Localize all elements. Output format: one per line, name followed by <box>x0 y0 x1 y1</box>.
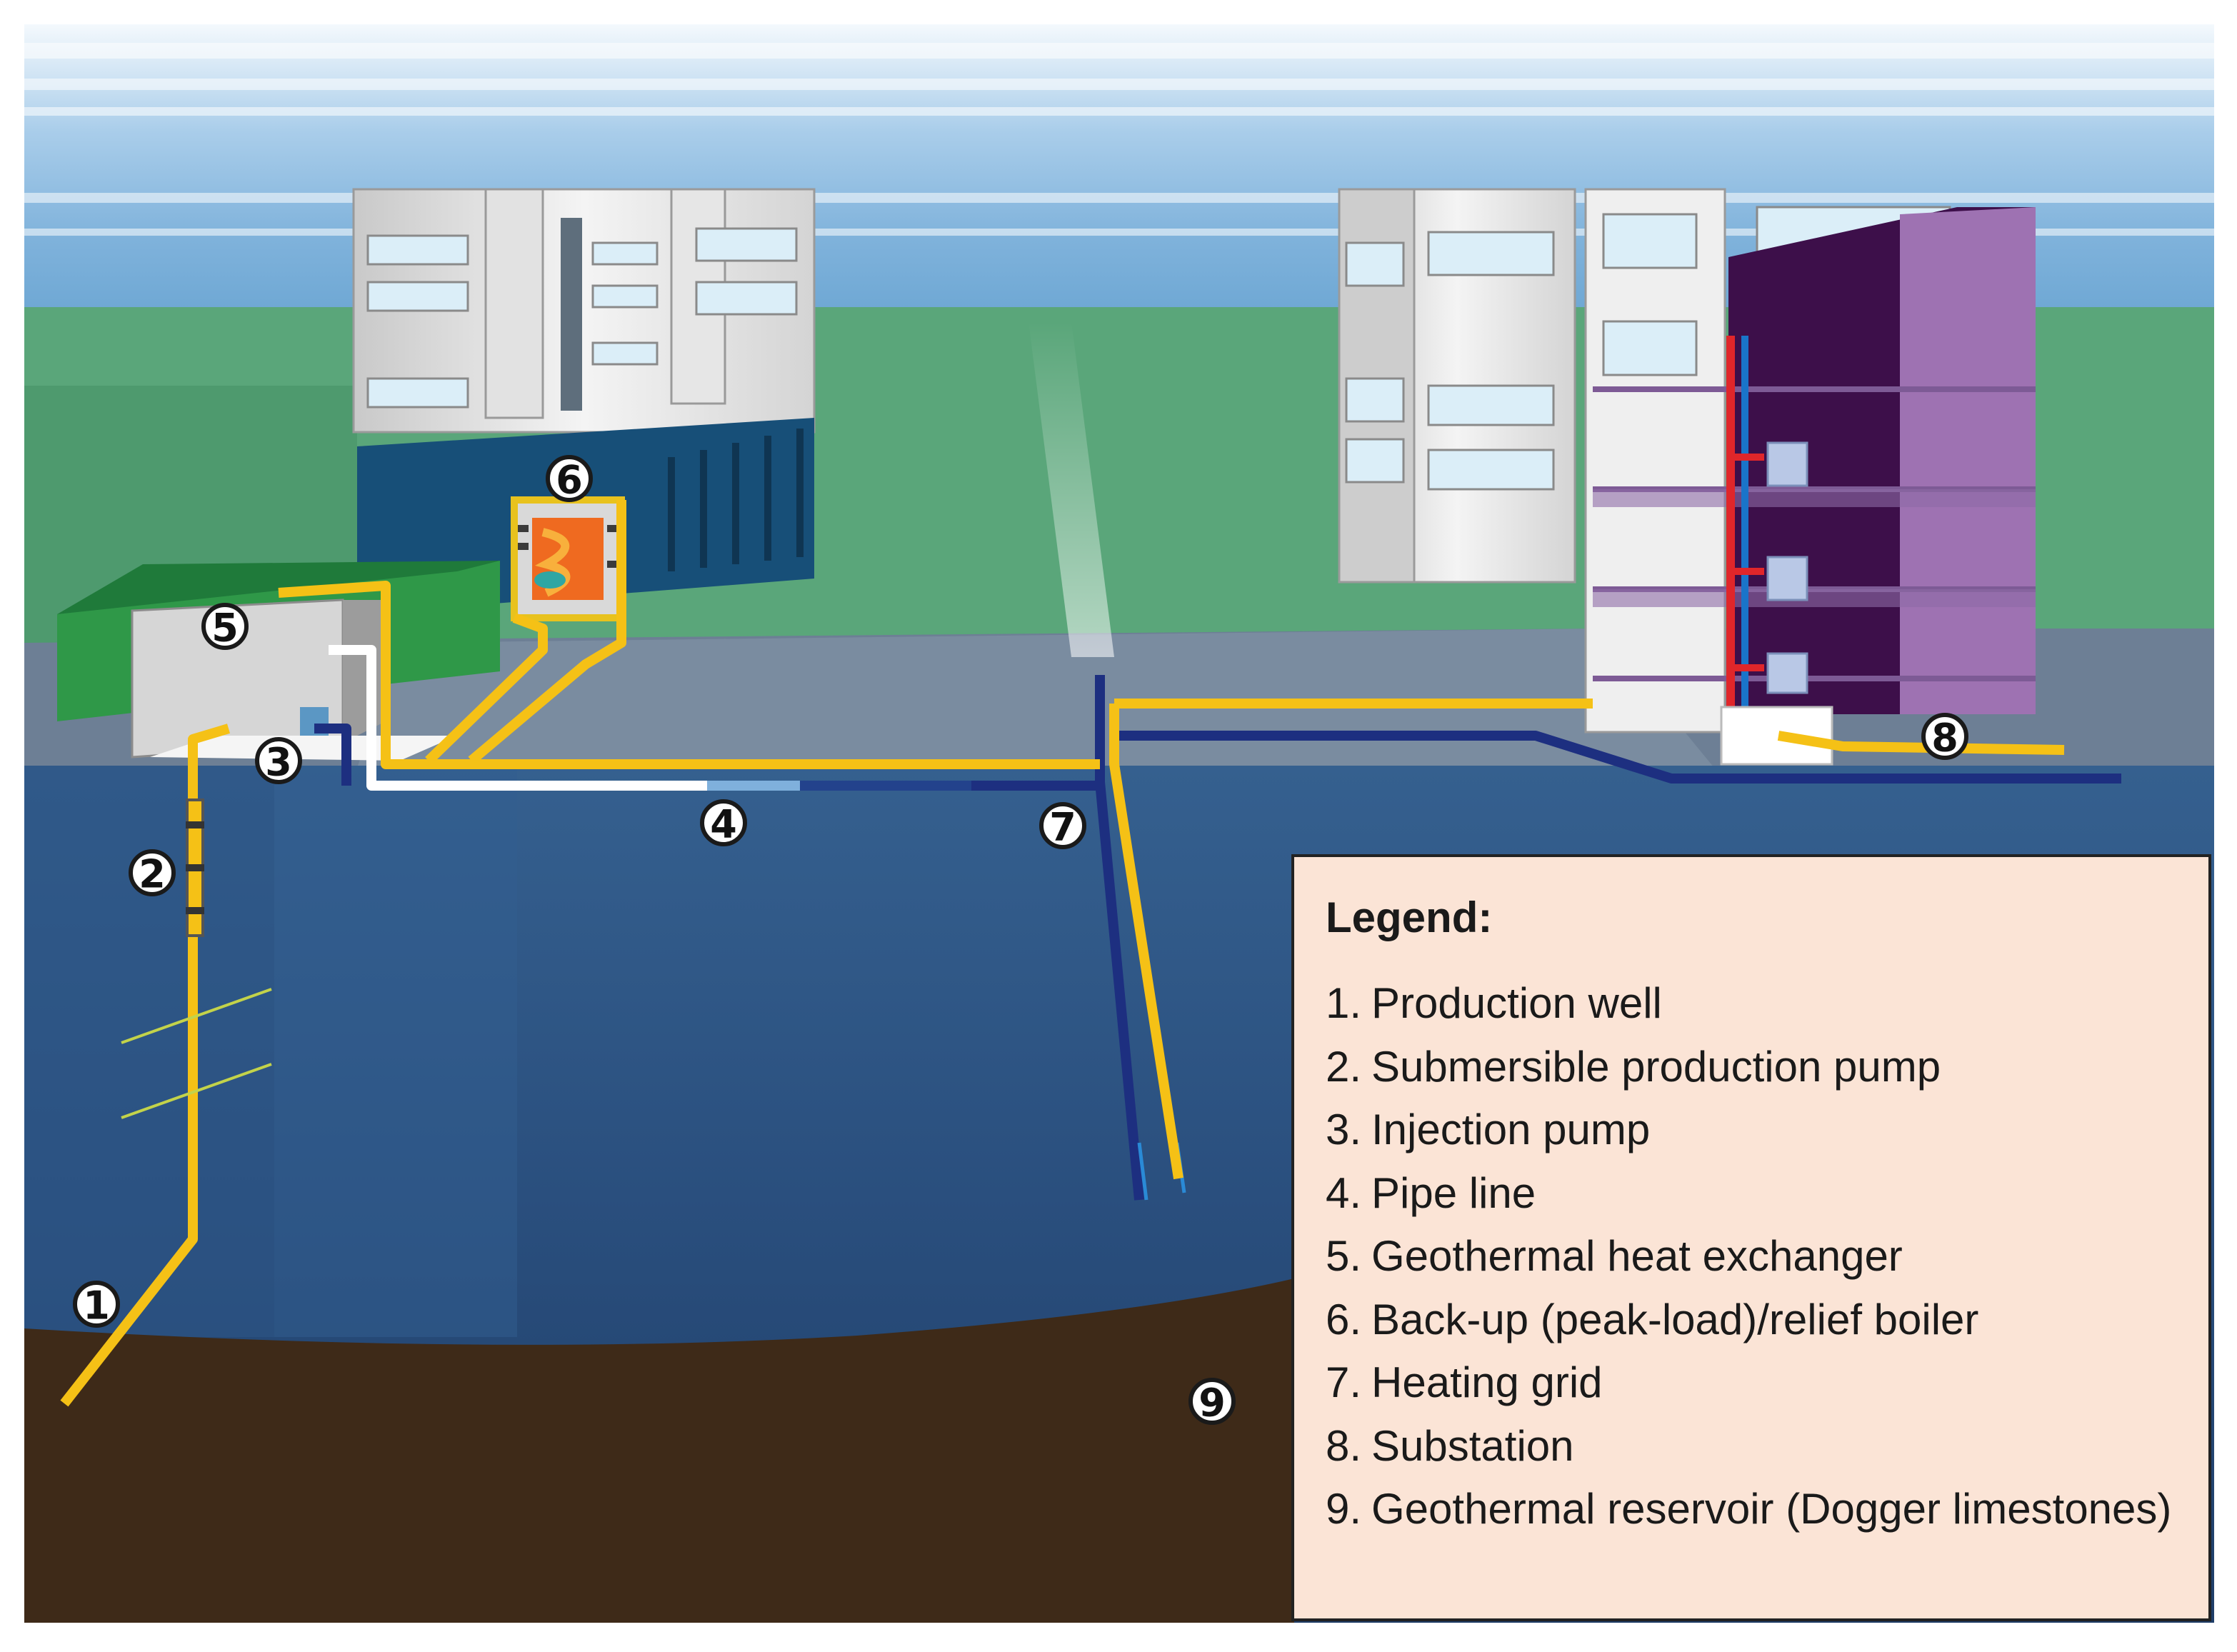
legend-item: 9.Geothermal reservoir (Dogger limestone… <box>1326 1478 2177 1541</box>
legend-item: 6.Back-up (peak-load)/relief boiler <box>1326 1288 2177 1352</box>
cold-pipes <box>314 675 2121 1201</box>
white-pad <box>150 736 457 761</box>
subsurface-band-mid <box>274 766 517 1337</box>
marker-5: 5 <box>201 603 249 651</box>
legend-item: 1.Production well <box>1326 972 2177 1036</box>
residential-building <box>1338 188 2036 766</box>
svg-text:1: 1 <box>83 1283 110 1328</box>
legend-item-text: Geothermal heat exchanger <box>1371 1232 1903 1280</box>
legend-item-text: Geothermal reservoir (Dogger limestones) <box>1371 1485 2172 1533</box>
legend-item: 8.Substation <box>1326 1415 2177 1478</box>
legend-item: 5.Geothermal heat exchanger <box>1326 1225 2177 1288</box>
legend-item: 7.Heating grid <box>1326 1351 2177 1415</box>
well-break-lines <box>121 988 272 1119</box>
legend-item: 2.Submersible production pump <box>1326 1036 2177 1099</box>
hot-pipes <box>60 500 2065 1407</box>
marker-8: 8 <box>1921 713 1968 761</box>
svg-text:7: 7 <box>1049 805 1076 850</box>
legend-list: 1.Production well 2.Submersible producti… <box>1326 972 2177 1541</box>
submersible-pump <box>186 799 204 937</box>
legend-item-text: Substation <box>1371 1421 1574 1470</box>
legend-item-text: Heating grid <box>1371 1358 1603 1406</box>
svg-text:2: 2 <box>139 852 166 897</box>
legend-item-text: Submersible production pump <box>1371 1042 1941 1091</box>
marker-4: 4 <box>700 799 747 847</box>
chimney <box>561 218 582 411</box>
marker-9: 9 <box>1188 1378 1236 1426</box>
legend-item-number: 6. <box>1326 1295 1362 1343</box>
legend-title: Legend: <box>1326 893 1493 941</box>
legend-item-number: 5. <box>1326 1232 1362 1280</box>
legend-item-number: 4. <box>1326 1168 1362 1217</box>
legend-box: Legend: 1.Production well 2.Submersible … <box>1291 854 2211 1621</box>
geothermal-reservoir <box>24 1278 1294 1623</box>
legend-item-number: 2. <box>1326 1042 1362 1091</box>
boiler <box>511 496 625 621</box>
marker-2: 2 <box>129 849 176 897</box>
legend-item-number: 7. <box>1326 1358 1362 1406</box>
legend-item-text: Back-up (peak-load)/relief boiler <box>1371 1295 1979 1343</box>
substation-box <box>1720 706 1833 766</box>
legend-item-text: Production well <box>1371 979 1662 1027</box>
svg-text:5: 5 <box>211 606 239 651</box>
ground-plane-light <box>357 629 1714 768</box>
legend-item-number: 9. <box>1326 1485 1362 1533</box>
steam-plume <box>1029 321 1114 657</box>
legend-item-text: Pipe line <box>1371 1168 1536 1217</box>
legend-item-number: 1. <box>1326 979 1362 1027</box>
svg-text:6: 6 <box>556 458 583 503</box>
svg-text:4: 4 <box>710 802 737 847</box>
marker-3: 3 <box>255 737 302 785</box>
legend-item: 3.Injection pump <box>1326 1098 2177 1162</box>
pipeline <box>329 645 971 791</box>
svg-text:9: 9 <box>1198 1381 1226 1426</box>
marker-6: 6 <box>546 455 593 503</box>
svg-text:8: 8 <box>1931 716 1958 761</box>
marker-1: 1 <box>73 1281 120 1328</box>
legend-item-text: Injection pump <box>1371 1106 1651 1153</box>
svg-text:3: 3 <box>265 740 292 785</box>
legend-item: 4.Pipe line <box>1326 1162 2177 1226</box>
legend-item-number: 8. <box>1326 1421 1362 1470</box>
legend-item-number: 3. <box>1326 1106 1362 1153</box>
marker-7: 7 <box>1039 802 1086 850</box>
